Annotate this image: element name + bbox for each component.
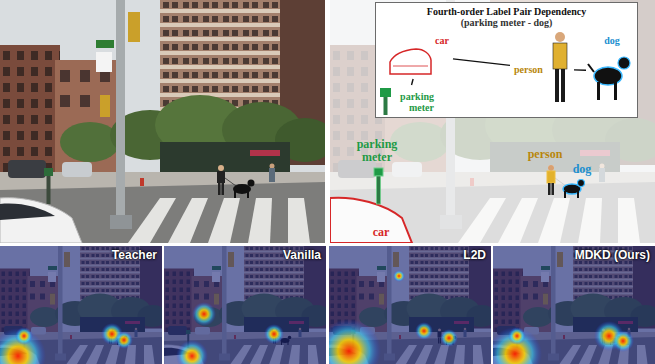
object-node: car [388,33,451,77]
dependency-line [453,59,510,66]
object-label: person [514,64,543,75]
object-label: dog [567,163,597,176]
method-label: MDKD (Ours) [493,249,650,262]
object-node: parking meter [378,87,436,117]
inset-title: Fourth-order Label Pair Dependency [427,6,586,17]
object-label: dog [604,35,620,46]
object-label: car [435,35,449,46]
object-label: parking meter [349,138,405,164]
object-label: parking meter [394,91,434,113]
object-label: car [368,226,394,239]
dependency-line [412,79,414,85]
inset-panel: Fourth-order Label Pair Dependency(parki… [375,2,638,118]
method-label: Teacher [0,249,157,262]
object-node: dog [588,33,636,109]
method-label: Vanilla [164,249,321,262]
object-node: person [512,31,572,107]
dependency-line [574,69,586,71]
inset-title: (parking meter - dog) [461,17,553,28]
object-label: person [522,148,568,161]
method-label: L2D [329,249,486,262]
